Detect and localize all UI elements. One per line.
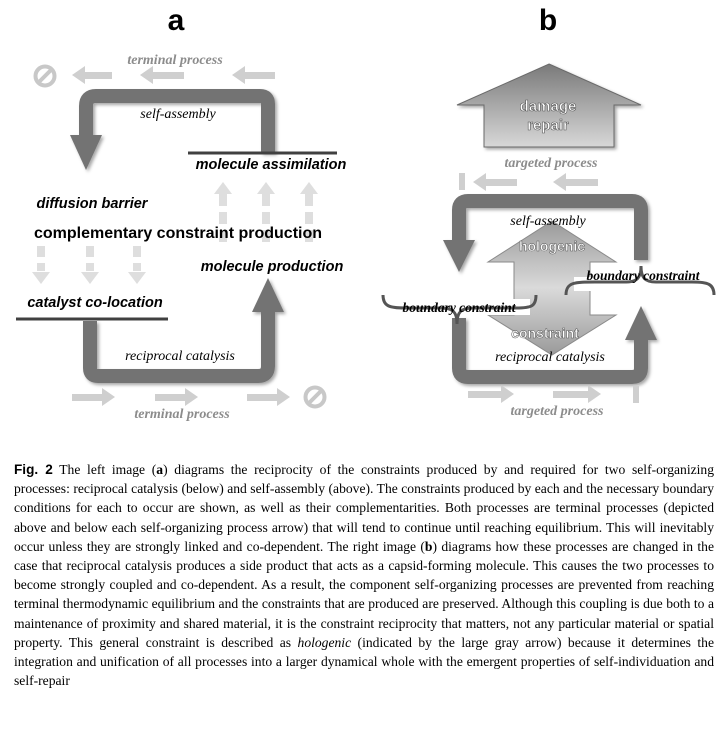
targeted-process-top: targeted process bbox=[505, 156, 598, 171]
complementary-constraint-label: complementary constraint production bbox=[34, 225, 322, 242]
terminal-process-top-arrows bbox=[72, 66, 275, 84]
self-assembly-arrow-b bbox=[443, 194, 648, 272]
terminal-process-bottom-arrows bbox=[72, 388, 290, 406]
reciprocal-catalysis-label-b: reciprocal catalysis bbox=[495, 350, 605, 365]
self-assembly-label-b: self-assembly bbox=[510, 214, 586, 229]
stop-icon-bottom bbox=[303, 385, 327, 409]
self-assembly-label: self-assembly bbox=[140, 107, 216, 122]
repair-label: repair bbox=[527, 117, 569, 134]
caption-text-1: The left image ( bbox=[52, 462, 157, 477]
hologenic-arrow bbox=[486, 220, 618, 356]
caption-ref-b: b bbox=[424, 538, 433, 554]
reciprocal-catalysis-arrow-b bbox=[452, 306, 657, 384]
boundary-constraint-left: boundary constraint bbox=[403, 300, 517, 315]
targeted-process-bottom-arrows bbox=[468, 385, 639, 403]
upward-dashed-arrows bbox=[214, 182, 318, 242]
diffusion-barrier-label: diffusion barrier bbox=[37, 196, 149, 212]
figure-2: a terminal process self-assembly molecul… bbox=[16, 4, 716, 422]
panel-b-label: b bbox=[539, 4, 557, 37]
terminal-process-top: terminal process bbox=[127, 53, 223, 68]
reciprocal-catalysis-label: reciprocal catalysis bbox=[125, 349, 235, 364]
caption-text-3: ) diagrams how these processes are chang… bbox=[14, 538, 714, 650]
damage-label: damage bbox=[520, 98, 577, 115]
damage-repair-arrow bbox=[456, 63, 642, 148]
hologenic-label: hologenic bbox=[519, 238, 585, 254]
boundary-constraint-right: boundary constraint bbox=[587, 268, 701, 283]
molecule-assimilation-label: molecule assimilation bbox=[196, 157, 347, 173]
self-assembly-arrow bbox=[70, 89, 275, 170]
panel-a: a terminal process self-assembly molecul… bbox=[16, 4, 346, 422]
boundary-constraint-right-brace bbox=[564, 265, 716, 296]
terminal-process-bottom: terminal process bbox=[134, 407, 230, 422]
figure-caption: Fig. 2 The left image (a) diagrams the r… bbox=[14, 460, 714, 690]
downward-dashed-arrows bbox=[32, 246, 146, 284]
panel-b: b damage repair targeted process self-as… bbox=[381, 4, 716, 419]
caption-text-4: (indicated by the large gray arrow) beca… bbox=[14, 634, 715, 689]
molecule-production-label: molecule production bbox=[201, 259, 344, 275]
caption-hologenic: hologenic bbox=[297, 634, 352, 650]
targeted-process-top-arrows bbox=[459, 173, 598, 191]
figure-label: Fig. 2 bbox=[14, 462, 53, 477]
catalyst-colocation-label: catalyst co-location bbox=[27, 295, 163, 311]
reciprocal-catalysis-arrow bbox=[83, 278, 284, 383]
caption-ref-a: a bbox=[156, 462, 164, 477]
targeted-process-bottom: targeted process bbox=[511, 404, 604, 419]
panel-a-label: a bbox=[168, 4, 185, 37]
stop-icon bbox=[33, 64, 57, 88]
boundary-constraint-left-brace bbox=[381, 294, 538, 325]
caption-text-2: ) diagrams the reciprocity of the constr… bbox=[14, 462, 715, 554]
constraint-label: constraint bbox=[511, 325, 579, 341]
